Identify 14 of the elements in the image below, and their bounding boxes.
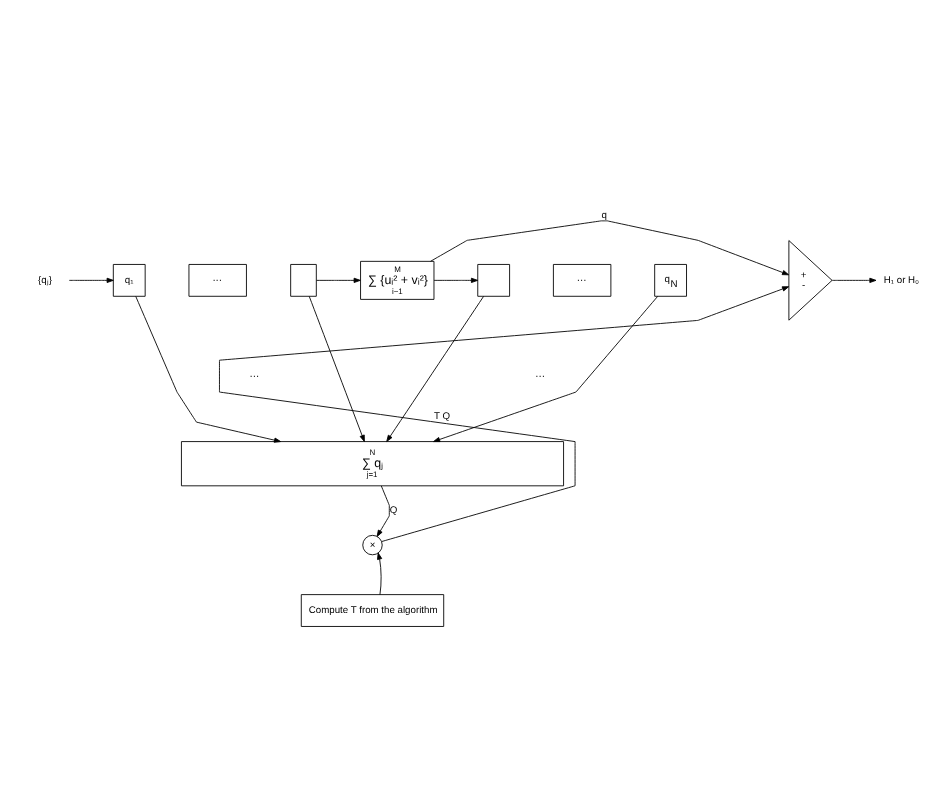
node-box — [477, 263, 511, 296]
arrow — [433, 276, 479, 282]
arrow — [430, 219, 790, 275]
arrow — [308, 295, 365, 441]
node-box — [290, 263, 317, 296]
arrow — [831, 276, 877, 282]
arrow — [135, 295, 282, 442]
arrow — [68, 276, 114, 282]
arrow — [377, 551, 383, 595]
arrow — [386, 295, 484, 441]
arrow — [219, 285, 790, 541]
arrow — [376, 484, 390, 536]
arrow — [316, 276, 361, 282]
arrow — [433, 295, 659, 442]
